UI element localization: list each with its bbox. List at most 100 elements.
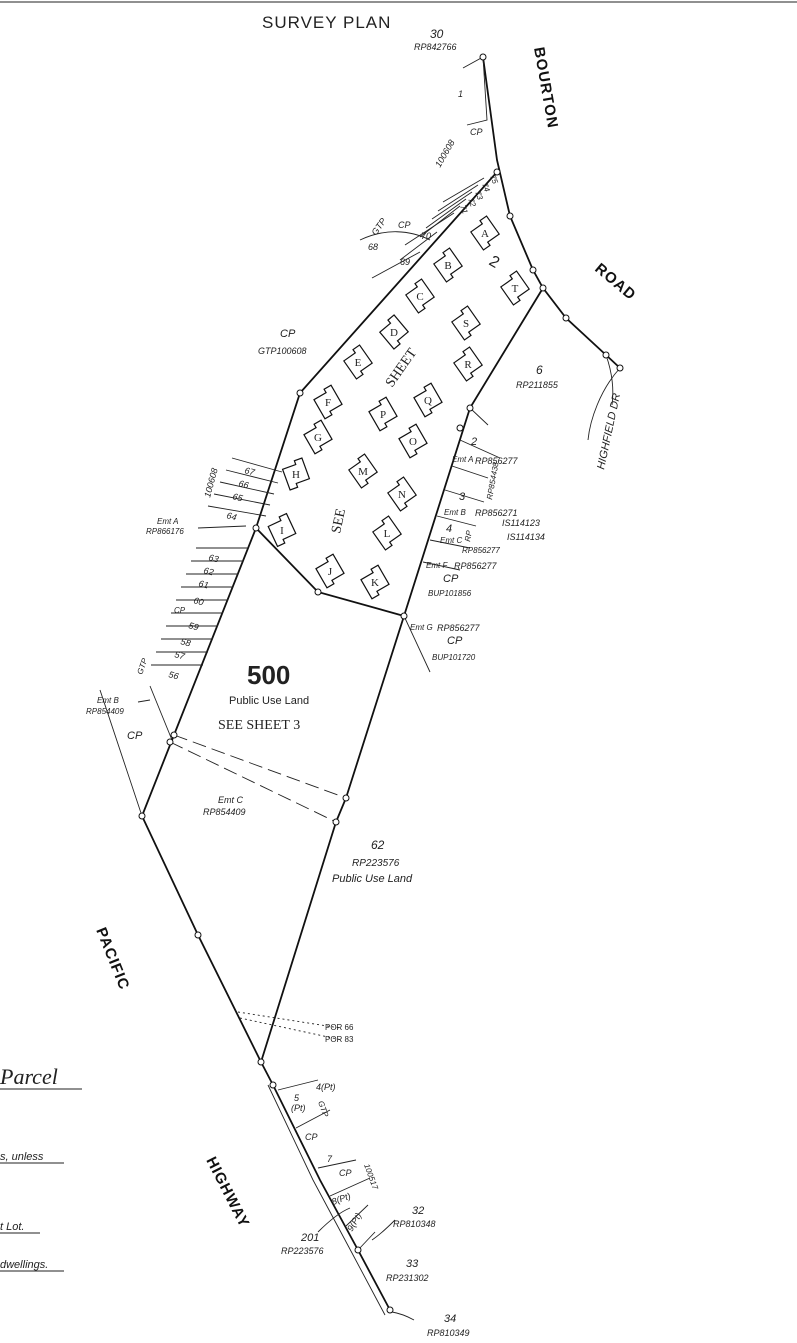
west-58: 58: [179, 636, 191, 648]
emt-g: Emt G: [410, 623, 433, 632]
west-road-line: [99, 689, 143, 817]
unit-label: D: [390, 327, 398, 339]
west-56: 56: [167, 669, 179, 681]
unit-l: L: [371, 515, 403, 551]
emt-a-west-plan: RP866176: [146, 527, 184, 536]
west-62: 62: [202, 565, 214, 577]
unit-k: K: [360, 564, 390, 600]
unit-o: O: [398, 423, 428, 459]
unit-j: J: [315, 553, 345, 589]
unit-label: H: [292, 469, 300, 481]
gtp-west-2: GTP: [135, 657, 149, 676]
cp-mid: CP: [398, 220, 411, 230]
emt-c-east-plan: RP856277: [462, 546, 500, 555]
lot-62-number: 62: [371, 838, 385, 852]
lot-62-boundary: [141, 815, 337, 1065]
lot-62-plan: RP223576: [352, 858, 400, 869]
cp-south-2: CP: [339, 1168, 352, 1178]
plan-title: SURVEY PLAN: [262, 13, 391, 32]
easement-b-line: [149, 685, 173, 741]
emt-b-west-plan: RP854409: [86, 707, 124, 716]
small-75: 75: [488, 174, 500, 186]
unit-f: F: [313, 384, 343, 420]
cp-east-1: CP: [443, 573, 459, 585]
parcel-8pt: 8(Pt): [330, 1191, 352, 1207]
highway-edge: [267, 1084, 386, 1316]
por-83: POR 83: [325, 1035, 354, 1044]
lot-500-east-boundary: [335, 615, 405, 823]
unit-d: D: [378, 314, 410, 350]
see-sheet-sheet: SHEET: [383, 346, 421, 391]
east-lot-lines: [403, 407, 501, 673]
emt-b-east: Emt B: [444, 508, 466, 517]
west-66: 66: [237, 478, 249, 490]
bourton-small-lot-lines: [359, 177, 485, 279]
emt-c-east: Emt C: [440, 536, 462, 545]
gtp-mid: GTP: [369, 216, 388, 237]
lot-500-use: Public Use Land: [229, 695, 309, 707]
unit-label: L: [384, 528, 391, 540]
parcel-5pt-b: (Pt): [291, 1103, 306, 1113]
unit-b: B: [432, 247, 464, 283]
is114123: IS114123: [502, 518, 540, 528]
unit-r: R: [452, 346, 484, 382]
unit-label: T: [512, 283, 519, 295]
small-71: 71: [458, 204, 470, 215]
parcel-34-plan: RP810349: [427, 1328, 470, 1338]
see-sheet-see: SEE: [329, 507, 349, 534]
pacific-highway-boundary: [260, 1061, 391, 1311]
road-label-pacific: PACIFIC: [92, 925, 132, 992]
parcel-30: 30: [430, 27, 444, 41]
parcel-6: 6: [536, 363, 543, 377]
unit-n: N: [386, 476, 418, 512]
emt-a-east-plan: RP856277: [475, 456, 519, 466]
parcel-68: 68: [368, 242, 378, 252]
parcel-5pt: 5: [294, 1093, 300, 1103]
unit-label: R: [464, 359, 472, 371]
west-63: 63: [207, 552, 219, 564]
is114134: IS114134: [507, 532, 545, 542]
unit-i: I: [267, 512, 297, 548]
parcel-34: 34: [444, 1313, 456, 1325]
small-74: 74: [480, 182, 492, 194]
road-label-highfield: HIGHFIELD DR: [595, 392, 623, 470]
unit-s: S: [450, 305, 482, 341]
unit-label: S: [463, 318, 469, 330]
emt-b-west: Emt B: [97, 696, 119, 705]
west-61: 61: [197, 578, 209, 590]
parcel-labels: 30 RP842766 1 CP 100608 75 74 73 72 71 7…: [86, 27, 559, 1338]
survey-marks: [138, 53, 624, 1314]
unit-g: G: [303, 419, 333, 455]
parcel-6-plan: RP211855: [516, 380, 559, 390]
unit-label: Q: [424, 395, 432, 407]
cp-west-2: CP: [174, 606, 186, 615]
parcel-9pt: 9(Pt): [345, 1211, 363, 1233]
parcel-33-plan: RP231302: [386, 1273, 429, 1283]
unit-label: I: [280, 525, 284, 537]
unit-label: N: [398, 489, 406, 501]
lot-500-number: 500: [247, 660, 290, 690]
highfield-line-2: [605, 354, 614, 406]
unit-e: E: [342, 344, 374, 380]
emt-g-plan: RP856277: [437, 623, 481, 633]
parcel-32: 32: [412, 1205, 424, 1217]
unit-p: P: [368, 396, 398, 432]
parcel-4: 4: [446, 523, 452, 535]
emt-c: Emt C: [218, 795, 244, 805]
parcel-1: 1: [458, 89, 463, 99]
leader-lines: [137, 525, 415, 1321]
legend-parcel: Parcel: [0, 1064, 58, 1089]
west-65: 65: [231, 491, 244, 504]
parcel-30-plan: RP842766: [414, 42, 457, 52]
small-73: 73: [473, 190, 485, 202]
unit-q: Q: [413, 382, 443, 418]
easement-c-line-1: [173, 734, 347, 799]
easement-c-line-2: [169, 741, 337, 823]
emt-a-west: Emt A: [157, 517, 178, 526]
unit-label: F: [325, 397, 331, 409]
west-64: 64: [225, 510, 237, 522]
west-60: 60: [192, 595, 204, 607]
unit-label: G: [314, 432, 322, 444]
unit-m: M: [347, 453, 379, 489]
